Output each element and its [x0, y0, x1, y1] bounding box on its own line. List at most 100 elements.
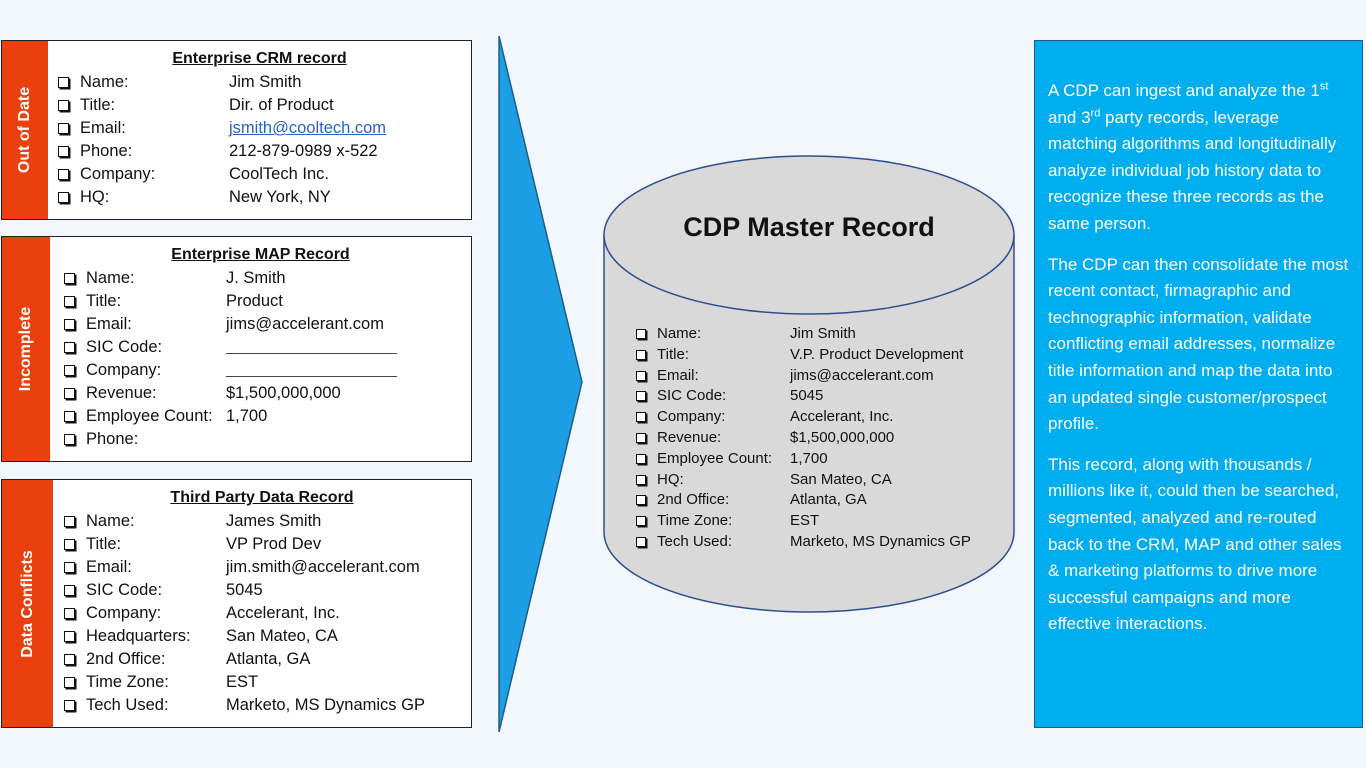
field-value: San Mateo, CA — [790, 470, 892, 488]
field-row: SIC Code:5045 — [53, 579, 471, 602]
explanation-paragraph-2: The CDP can then consolidate the most re… — [1048, 254, 1349, 434]
checkbox-icon — [64, 296, 75, 307]
field-label: Email: — [86, 558, 132, 576]
field-value: 5045 — [226, 581, 263, 599]
field-value: jims@accelerant.com — [790, 366, 934, 384]
field-label: Time Zone: — [86, 673, 169, 691]
field-row: SIC Code: — [50, 336, 471, 359]
field-value: V.P. Product Development — [790, 345, 964, 363]
field-label: Tech Used: — [86, 696, 169, 714]
field-row: Email:jim.smith@accelerant.com — [53, 556, 471, 579]
field-value: $1,500,000,000 — [790, 428, 895, 446]
empty-value-line — [226, 376, 397, 377]
checkbox-icon — [636, 516, 646, 527]
field-label: Revenue: — [86, 384, 157, 402]
field-value: EST — [226, 673, 259, 691]
checkbox-icon — [64, 388, 75, 399]
field-value: 1,700 — [790, 449, 828, 467]
explanation-paragraph-3: This record, along with thousands / mill… — [1048, 454, 1342, 634]
field-value: J. Smith — [226, 269, 286, 287]
checkbox-icon — [58, 123, 69, 134]
checkbox-icon — [58, 100, 69, 111]
checkbox-icon — [636, 432, 646, 443]
checkbox-icon — [636, 370, 646, 381]
map-record-card: Incomplete Enterprise MAP Record Name:J.… — [1, 236, 472, 462]
status-tab-out-of-date: Out of Date — [2, 41, 48, 219]
status-tab-label: Out of Date — [16, 86, 33, 174]
checkbox-icon — [64, 677, 75, 688]
field-value: Atlanta, GA — [226, 650, 311, 668]
field-row: Title: Product — [50, 290, 471, 313]
field-row: Tech Used: Marketo, MS Dynamics GP — [53, 694, 471, 717]
field-label: Email: — [86, 315, 132, 333]
status-tab-label: Incomplete — [17, 306, 34, 392]
field-label: Company: — [80, 165, 156, 183]
field-value: New York, NY — [229, 188, 331, 206]
field-label: Email: — [657, 366, 699, 384]
text-segment: A CDP can ingest and analyze the 1 — [1048, 81, 1320, 100]
field-row: Name: Jim Smith — [48, 71, 471, 94]
field-value: Marketo, MS Dynamics GP — [790, 532, 971, 550]
field-value: VP Prod Dev — [226, 535, 322, 553]
superscript: rd — [1090, 106, 1101, 119]
checkbox-icon — [64, 365, 75, 376]
field-value: Accelerant, Inc. — [790, 408, 894, 426]
master-record-cylinder — [603, 155, 1015, 613]
explanation-panel: A CDP can ingest and analyze the 1st and… — [1034, 40, 1363, 728]
field-value: Dir. of Product — [229, 96, 334, 114]
field-row: Email: jsmith@cooltech.com — [48, 117, 471, 140]
field-value: 5045 — [790, 387, 824, 405]
field-row: 2nd Office:Atlanta, GA — [53, 648, 471, 671]
field-value: Product — [226, 292, 283, 310]
text-segment: party records, leverage matching algorit… — [1048, 107, 1337, 233]
checkbox-icon — [636, 536, 646, 547]
field-row: Phone: — [50, 428, 471, 451]
checkbox-icon — [64, 700, 75, 711]
checkbox-icon — [636, 329, 646, 339]
field-value: 1,700 — [226, 407, 268, 425]
field-label: Name: — [657, 325, 702, 342]
field-label: Email: — [80, 119, 126, 137]
field-row: Company: — [50, 359, 471, 382]
field-value: $1,500,000,000 — [226, 384, 341, 402]
checkbox-icon — [58, 77, 69, 88]
field-label: HQ: — [657, 470, 684, 488]
checkbox-icon — [636, 495, 646, 506]
field-label: 2nd Office: — [657, 491, 730, 509]
field-value: James Smith — [226, 512, 322, 530]
checkbox-icon — [64, 516, 75, 527]
field-value: San Mateo, CA — [226, 627, 338, 645]
field-label: Phone: — [86, 430, 139, 448]
field-row: Company: CoolTech Inc. — [48, 163, 471, 186]
field-label: Time Zone: — [657, 512, 733, 530]
field-label: Title: — [86, 292, 122, 310]
checkbox-icon — [64, 434, 75, 445]
field-label: Title: — [657, 345, 689, 363]
field-value: Jim Smith — [229, 73, 302, 91]
field-label: SIC Code: — [657, 387, 727, 405]
checkbox-icon — [64, 654, 75, 665]
email-link[interactable]: jsmith@cooltech.com — [229, 119, 387, 137]
explanation-paragraph-1: A CDP can ingest and analyze the 1st and… — [1048, 78, 1352, 238]
field-row: Title: VP Prod Dev — [53, 533, 471, 556]
empty-value-line — [226, 353, 397, 354]
field-label: Name: — [80, 73, 129, 91]
field-label: Title: — [86, 535, 122, 553]
checkbox-icon — [636, 349, 646, 360]
checkbox-icon — [64, 608, 75, 619]
field-label: Name: — [86, 512, 135, 530]
checkbox-icon — [64, 319, 75, 330]
field-label: Title: — [80, 96, 116, 114]
field-value: CoolTech Inc. — [229, 165, 329, 183]
field-value: Marketo, MS Dynamics GP — [226, 696, 425, 714]
crm-record-card: Out of Date Enterprise CRM record Name:J… — [1, 40, 472, 220]
field-label: Employee Count: — [657, 449, 773, 467]
field-row: Name: James Smith — [53, 510, 471, 533]
field-value: 212-879-0989 x-522 — [229, 142, 378, 160]
field-row: Time Zone: EST — [53, 671, 471, 694]
field-value: EST — [790, 512, 820, 530]
checkbox-icon — [64, 585, 75, 596]
checkbox-icon — [58, 146, 69, 157]
field-label: Company: — [86, 361, 162, 379]
checkbox-icon — [64, 562, 75, 573]
